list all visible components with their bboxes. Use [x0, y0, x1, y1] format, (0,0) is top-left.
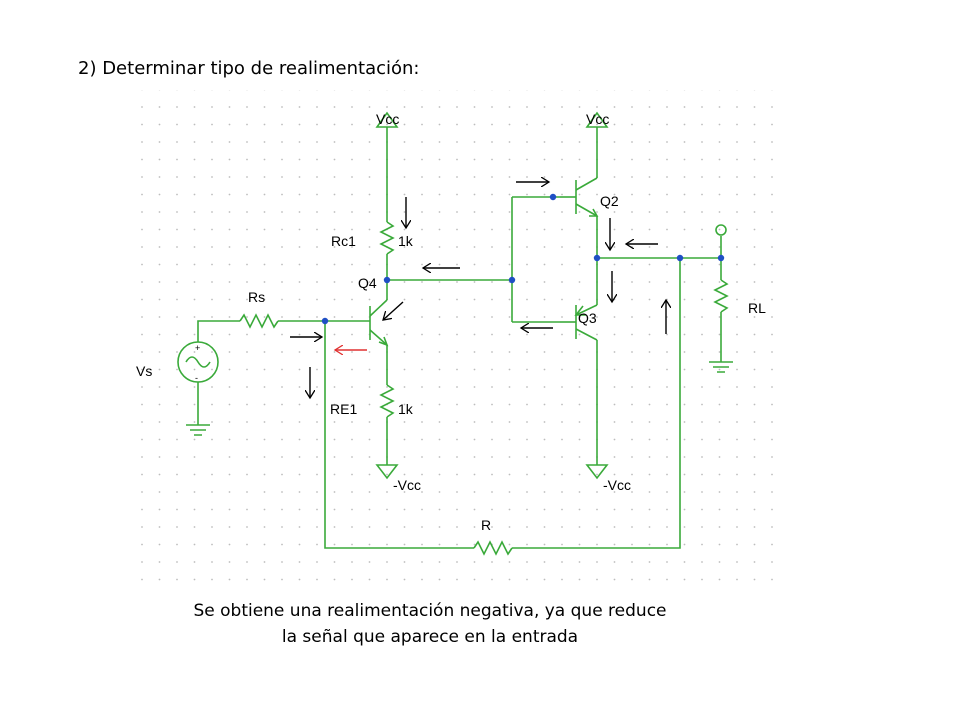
- junction-dot: [508, 276, 516, 284]
- ground-vs: [186, 424, 210, 436]
- resistor-rl: [713, 279, 729, 313]
- resistor-re1: [379, 384, 395, 418]
- q3-label: Q3: [578, 310, 597, 326]
- wire: [512, 258, 681, 549]
- junction-dot: [593, 254, 601, 262]
- resistor-rc1: [379, 221, 395, 255]
- svg-text:-: -: [195, 373, 198, 383]
- re1-value-label: 1k: [398, 401, 414, 417]
- grid-background: [128, 90, 778, 585]
- vcc-right-symbol: [585, 111, 609, 140]
- conclusion-line-1: Se obtiene una realimentación negativa, …: [193, 601, 667, 621]
- vcc-left-symbol: [375, 111, 399, 138]
- re1-label: RE1: [330, 401, 357, 417]
- conclusion-text: Se obtiene una realimentación negativa, …: [100, 598, 760, 650]
- transistor-q3: [560, 304, 598, 341]
- wire: [197, 320, 240, 342]
- ground-rl: [709, 361, 733, 373]
- junction-dot: [549, 193, 557, 201]
- vs-label: Vs: [136, 363, 152, 379]
- q2-label: Q2: [600, 193, 619, 209]
- resistor-r: [473, 540, 513, 556]
- neg-vcc-right-symbol: [585, 464, 609, 480]
- junction-dot: [321, 317, 329, 325]
- neg-vcc-left-label: -Vcc: [393, 477, 421, 493]
- q4-label: Q4: [358, 275, 377, 291]
- neg-vcc-right-label: -Vcc: [603, 477, 631, 493]
- neg-vcc-left-symbol: [375, 464, 399, 480]
- rc1-label: Rc1: [331, 233, 356, 249]
- resistor-rs: [239, 313, 279, 329]
- junction-dot: [717, 254, 725, 262]
- output-terminal: [715, 224, 727, 236]
- transistor-q2: [560, 177, 599, 217]
- r-label: R: [481, 517, 491, 533]
- transistor-q4: [369, 299, 389, 347]
- arrow-diagonal-q4: [383, 301, 404, 320]
- vcc-left-label: Vcc: [376, 111, 399, 127]
- wire: [324, 321, 474, 549]
- rs-label: Rs: [248, 289, 265, 305]
- slide-title: 2) Determinar tipo de realimentación:: [78, 58, 420, 79]
- junction-dot: [383, 276, 391, 284]
- svg-text:+: +: [195, 343, 200, 353]
- conclusion-line-2: la señal que aparece en la entrada: [281, 627, 579, 647]
- rl-label: RL: [748, 300, 766, 316]
- junction-dot: [676, 254, 684, 262]
- vcc-right-label: Vcc: [586, 111, 609, 127]
- rc1-value-label: 1k: [398, 233, 414, 249]
